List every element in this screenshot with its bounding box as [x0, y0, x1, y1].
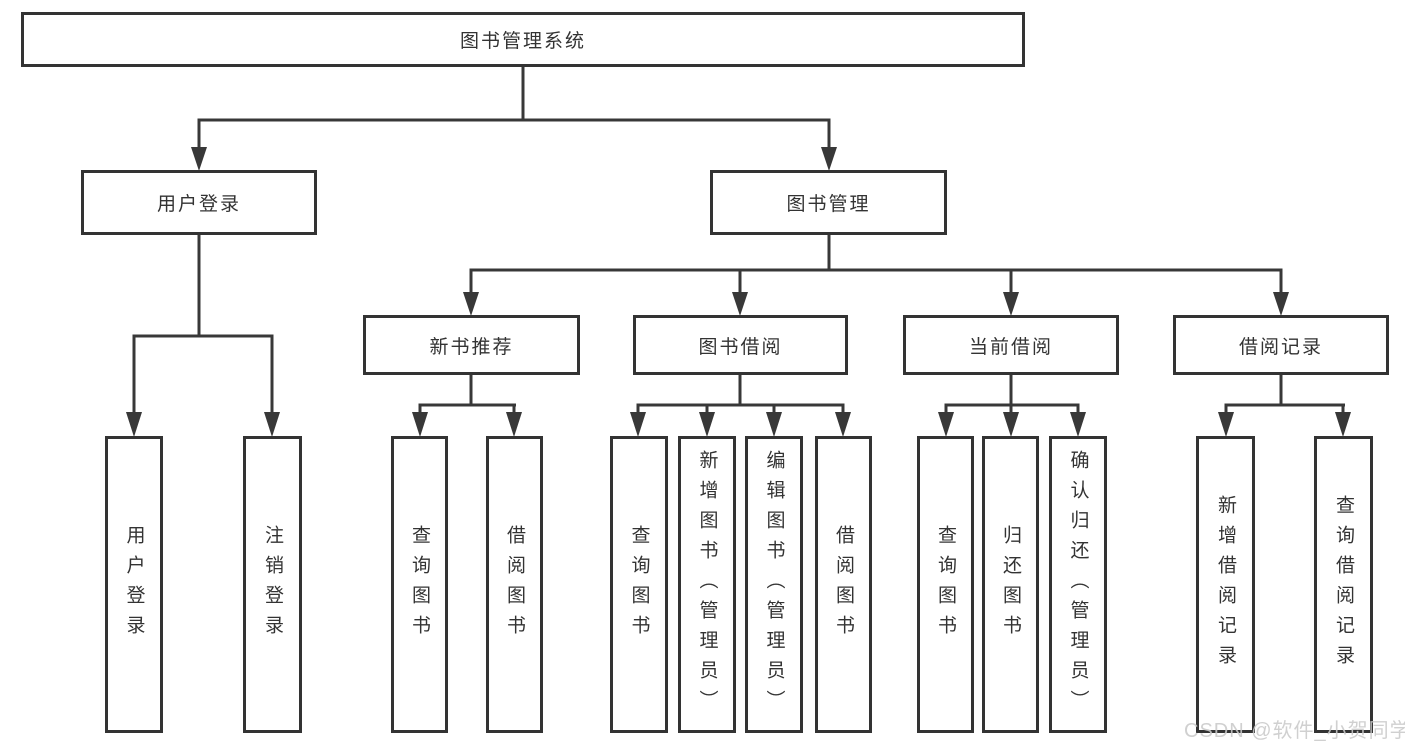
node-user-login: 用户登录	[81, 170, 317, 235]
leaf-user-login: 用户登录	[105, 436, 163, 733]
node-new-book-recommend: 新书推荐	[363, 315, 580, 375]
leaf-logout: 注销登录	[243, 436, 302, 733]
leaf-query-books-borrowing: 查询图书	[610, 436, 668, 733]
node-root-label: 图书管理系统	[459, 31, 586, 52]
node-current-borrowing-label: 当前借阅	[968, 336, 1053, 358]
leaf-query-books-recommend: 查询图书	[391, 436, 448, 733]
node-user-login-label: 用户登录	[156, 194, 241, 215]
node-current-borrowing: 当前借阅	[903, 315, 1119, 375]
leaf-edit-books-admin-label: 编辑图书（管理员）	[763, 449, 785, 720]
leaf-edit-books-admin: 编辑图书（管理员）	[745, 436, 803, 733]
leaf-query-books-recommend-label: 查询图书	[409, 524, 430, 645]
leaf-confirm-return-admin-label: 确认归还（管理员）	[1067, 449, 1089, 720]
leaf-return-books-label: 归还图书	[1000, 524, 1021, 645]
node-book-management-label: 图书管理	[786, 194, 871, 215]
leaf-borrow-books-recommend: 借阅图书	[486, 436, 543, 733]
node-book-management: 图书管理	[710, 170, 947, 235]
leaf-query-books-current: 查询图书	[917, 436, 974, 733]
leaf-confirm-return-admin: 确认归还（管理员）	[1049, 436, 1107, 733]
leaf-logout-label: 注销登录	[262, 524, 283, 645]
leaf-add-books-admin: 新增图书（管理员）	[678, 436, 736, 733]
leaf-user-login-label: 用户登录	[123, 524, 145, 645]
leaf-add-borrow-record-label: 新增借阅记录	[1215, 494, 1236, 675]
node-book-borrowing-label: 图书借阅	[698, 336, 783, 358]
node-borrowing-records: 借阅记录	[1173, 315, 1389, 375]
leaf-borrow-books-label: 借阅图书	[833, 524, 854, 645]
node-book-borrowing: 图书借阅	[633, 315, 848, 375]
leaf-borrow-books-recommend-label: 借阅图书	[504, 524, 525, 645]
leaf-query-books-current-label: 查询图书	[935, 524, 956, 645]
node-new-book-recommend-label: 新书推荐	[429, 336, 514, 358]
node-root: 图书管理系统	[21, 12, 1025, 67]
csdn-watermark: CSDN @软件_小贺同学	[1184, 720, 1405, 742]
node-borrowing-records-label: 借阅记录	[1238, 336, 1323, 358]
leaf-borrow-books: 借阅图书	[815, 436, 872, 733]
leaf-query-borrow-record: 查询借阅记录	[1314, 436, 1373, 733]
leaf-return-books: 归还图书	[982, 436, 1039, 733]
leaf-add-borrow-record: 新增借阅记录	[1196, 436, 1255, 733]
leaf-query-borrow-record-label: 查询借阅记录	[1333, 494, 1354, 675]
leaf-add-books-admin-label: 新增图书（管理员）	[696, 449, 718, 720]
leaf-query-books-borrowing-label: 查询图书	[628, 524, 650, 645]
